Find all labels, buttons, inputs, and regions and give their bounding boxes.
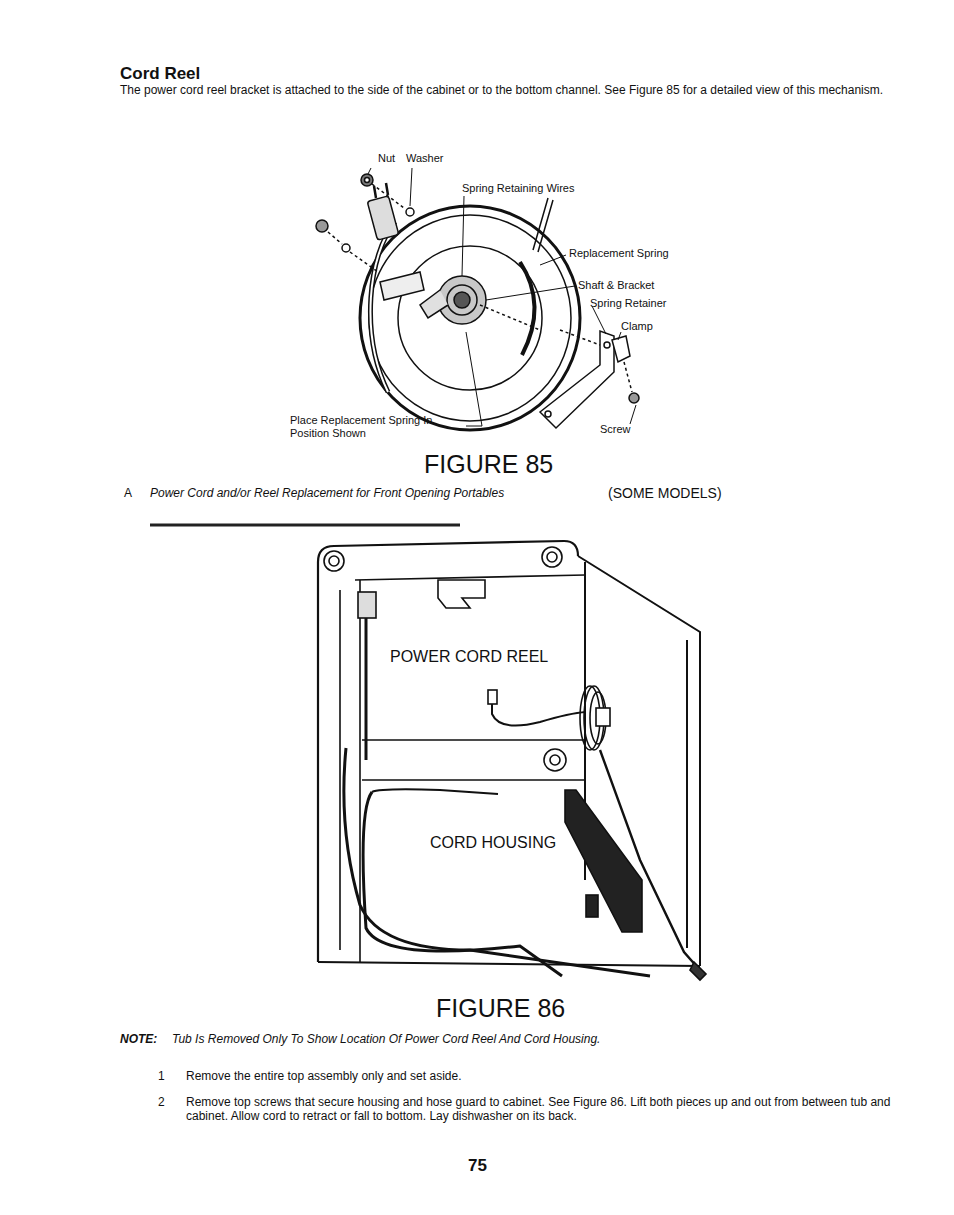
part-name: Clamp [621,320,653,333]
bracket [540,331,614,428]
leader-line [462,196,464,276]
step-text: Remove top screws that secure housing an… [186,1096,906,1124]
connector [488,690,497,704]
nut-hole [365,178,370,183]
intro-paragraph: The power cord reel bracket is attached … [120,84,900,98]
reel-outer-rim [360,206,580,430]
plug-prongs [374,183,388,198]
leader-line [486,286,575,300]
figure-number: FIGURE 86 [436,994,565,1023]
step-text: Remove the entire top assembly only and … [186,1070,461,1084]
part-name: Spring Retainer [590,297,666,310]
screw [316,220,328,232]
clamp [612,336,630,362]
part-name: Nut [378,152,395,165]
leader-line [630,405,636,424]
washer [342,244,350,252]
bracket-hole [604,342,610,348]
section-title: Cord Reel [120,64,200,84]
hose [344,748,650,976]
note-text: Tub Is Removed Only To Show Location Of … [172,1033,600,1047]
hose [372,789,498,794]
spring-retaining-wire [533,198,553,252]
hose [363,792,562,976]
section-letter: A [124,487,132,501]
screw [629,393,639,403]
leader-line [540,255,566,265]
leader-line [592,306,606,334]
spring-coil [447,285,477,315]
corner-bolt-hole [547,552,557,562]
switch [358,592,376,618]
part-name: Screw [600,423,631,436]
nut [361,174,373,186]
step-number: 2 [158,1096,165,1110]
cord-housing [565,790,642,932]
leader-line [410,168,412,206]
corner-bolt [542,547,562,567]
washer [406,208,414,216]
step-number: 1 [158,1070,165,1084]
power-cord-highlight [370,222,395,392]
rule [150,524,460,527]
section-heading: Power Cord and/or Reel Replacement for F… [150,487,504,501]
section-heading: (SOME MODELS) [608,485,722,501]
part-note: Place Replacement Spring In Position Sho… [290,414,465,439]
bracket-hole [545,411,551,417]
part-name: Washer [406,152,444,165]
leader-line [466,332,482,426]
figure-86-cabinet [318,541,706,980]
note-label: NOTE: [120,1033,157,1047]
part-name: POWER CORD REEL [388,648,550,666]
part-name: Shaft & Bracket [578,279,654,292]
channel-bolt [544,749,566,771]
part-name: CORD HOUSING [428,834,558,852]
reel-flange [398,246,542,390]
replacement-spring [520,262,535,355]
cord-clamp-strap [380,272,424,300]
wire [365,618,368,760]
exploded-view-line [480,305,632,392]
corner-bolt [324,551,344,571]
housing-tab [586,895,598,917]
leader-line [618,332,621,340]
power-cord [370,222,395,392]
page-number: 75 [468,1156,487,1176]
bottom-channel [362,740,585,780]
cabinet-bottom [318,962,700,966]
part-name: Replacement Spring [569,247,669,260]
exploded-view-line [328,184,404,272]
shaft [454,292,470,308]
corner-bolt-hole [329,556,339,566]
wire [492,704,586,726]
hub-arm [420,290,448,318]
top-bracket [438,580,485,608]
figure-number: FIGURE 85 [424,450,553,479]
plug [367,196,399,240]
leader-line [368,168,371,174]
reel-inner-rim [369,215,571,421]
channel-bolt-hole [550,755,560,765]
reel-clamp [596,708,610,726]
part-name: Spring Retaining Wires [462,182,575,195]
plug [690,962,706,980]
